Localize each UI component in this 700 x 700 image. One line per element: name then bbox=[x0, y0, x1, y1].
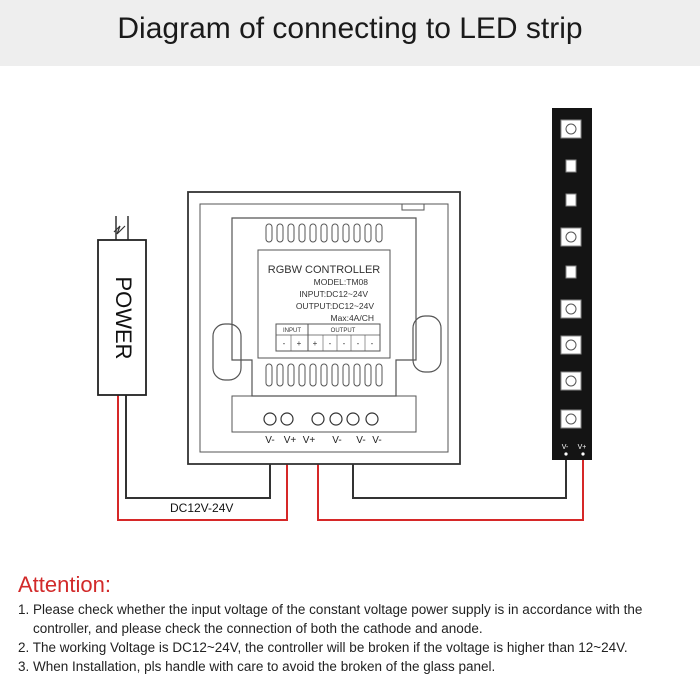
led-chip bbox=[560, 335, 582, 355]
voltage-label: DC12V-24V bbox=[170, 501, 233, 515]
small-terminal-4: - bbox=[329, 339, 332, 348]
small-terminal-2: + bbox=[297, 339, 302, 348]
terminal-label-3: V+ bbox=[303, 435, 316, 446]
page-title: Diagram of connecting to LED strip bbox=[117, 12, 583, 45]
controller: RGBW CONTROLLER MODEL:TM08 INPUT:DC12~24… bbox=[187, 191, 461, 465]
wiring-diagram: POWER bbox=[97, 108, 592, 521]
heat-fins-bottom bbox=[265, 363, 383, 387]
resistor bbox=[565, 193, 577, 207]
power-supply: POWER bbox=[97, 216, 147, 396]
screw-terminal bbox=[329, 412, 343, 426]
led-chip bbox=[560, 371, 582, 391]
input-group-label: INPUT bbox=[283, 328, 301, 334]
controller-max-current: Max:4A/CH bbox=[331, 313, 374, 323]
attention-item-3-line1: 3. When Installation, pls handle with ca… bbox=[18, 659, 496, 674]
small-terminal-5: - bbox=[343, 339, 346, 348]
terminal-label-4: V- bbox=[332, 435, 341, 446]
attention-item-1-line2: controller, and please check the connect… bbox=[33, 621, 483, 636]
broken-cable-icon bbox=[113, 225, 126, 235]
red-wire-power bbox=[117, 395, 288, 521]
led-strip: V- V+ bbox=[552, 108, 592, 460]
controller-input-spec: INPUT:DC12~24V bbox=[299, 289, 368, 299]
terminal-label-5: V- bbox=[356, 435, 365, 446]
controller-output-spec: OUTPUT:DC12~24V bbox=[296, 301, 375, 311]
screw-terminal bbox=[346, 412, 360, 426]
black-wire-power bbox=[125, 395, 271, 499]
strip-terminal-vplus: V+ bbox=[578, 444, 587, 451]
output-group-label: OUTPUT bbox=[331, 328, 356, 334]
controller-model: MODEL:TM08 bbox=[314, 277, 369, 287]
terminal-label-1: V- bbox=[265, 435, 274, 446]
attention-title: Attention: bbox=[18, 572, 111, 597]
led-chip bbox=[560, 227, 582, 247]
screw-terminal bbox=[365, 412, 379, 426]
screw-terminal bbox=[311, 412, 325, 426]
attention-item: 2. The working Voltage is DC12~24V, the … bbox=[18, 638, 688, 657]
screw-terminal bbox=[280, 412, 294, 426]
terminal-screws bbox=[263, 412, 379, 426]
resistor bbox=[565, 265, 577, 279]
header-bar: Diagram of connecting to LED strip bbox=[0, 0, 700, 66]
small-terminal-6: - bbox=[357, 339, 360, 348]
led-chip bbox=[560, 119, 582, 139]
small-terminal-3: + bbox=[313, 339, 318, 348]
power-label: POWER bbox=[111, 276, 136, 359]
solder-pad bbox=[564, 452, 568, 456]
attention-item: 1. Please check whether the input voltag… bbox=[18, 600, 688, 638]
attention-list: 1. Please check whether the input voltag… bbox=[18, 600, 688, 676]
terminal-label-2: V+ bbox=[284, 435, 297, 446]
heat-fins-top bbox=[265, 223, 383, 243]
small-terminal-7: - bbox=[371, 339, 374, 348]
solder-pad bbox=[581, 452, 585, 456]
strip-terminal-vminus: V- bbox=[562, 444, 569, 451]
terminal-label-6: V- bbox=[372, 435, 381, 446]
small-terminal-1: - bbox=[283, 339, 286, 348]
attention-item-2-line1: 2. The working Voltage is DC12~24V, the … bbox=[18, 640, 628, 655]
led-chip bbox=[560, 299, 582, 319]
attention-item-1-line1: 1. Please check whether the input voltag… bbox=[18, 602, 643, 617]
led-chip bbox=[560, 409, 582, 429]
controller-title: RGBW CONTROLLER bbox=[268, 264, 381, 276]
red-wire-strip bbox=[317, 432, 584, 521]
attention-item: 3. When Installation, pls handle with ca… bbox=[18, 657, 688, 676]
black-wire-strip bbox=[352, 432, 567, 499]
resistor bbox=[565, 159, 577, 173]
screw-terminal bbox=[263, 412, 277, 426]
